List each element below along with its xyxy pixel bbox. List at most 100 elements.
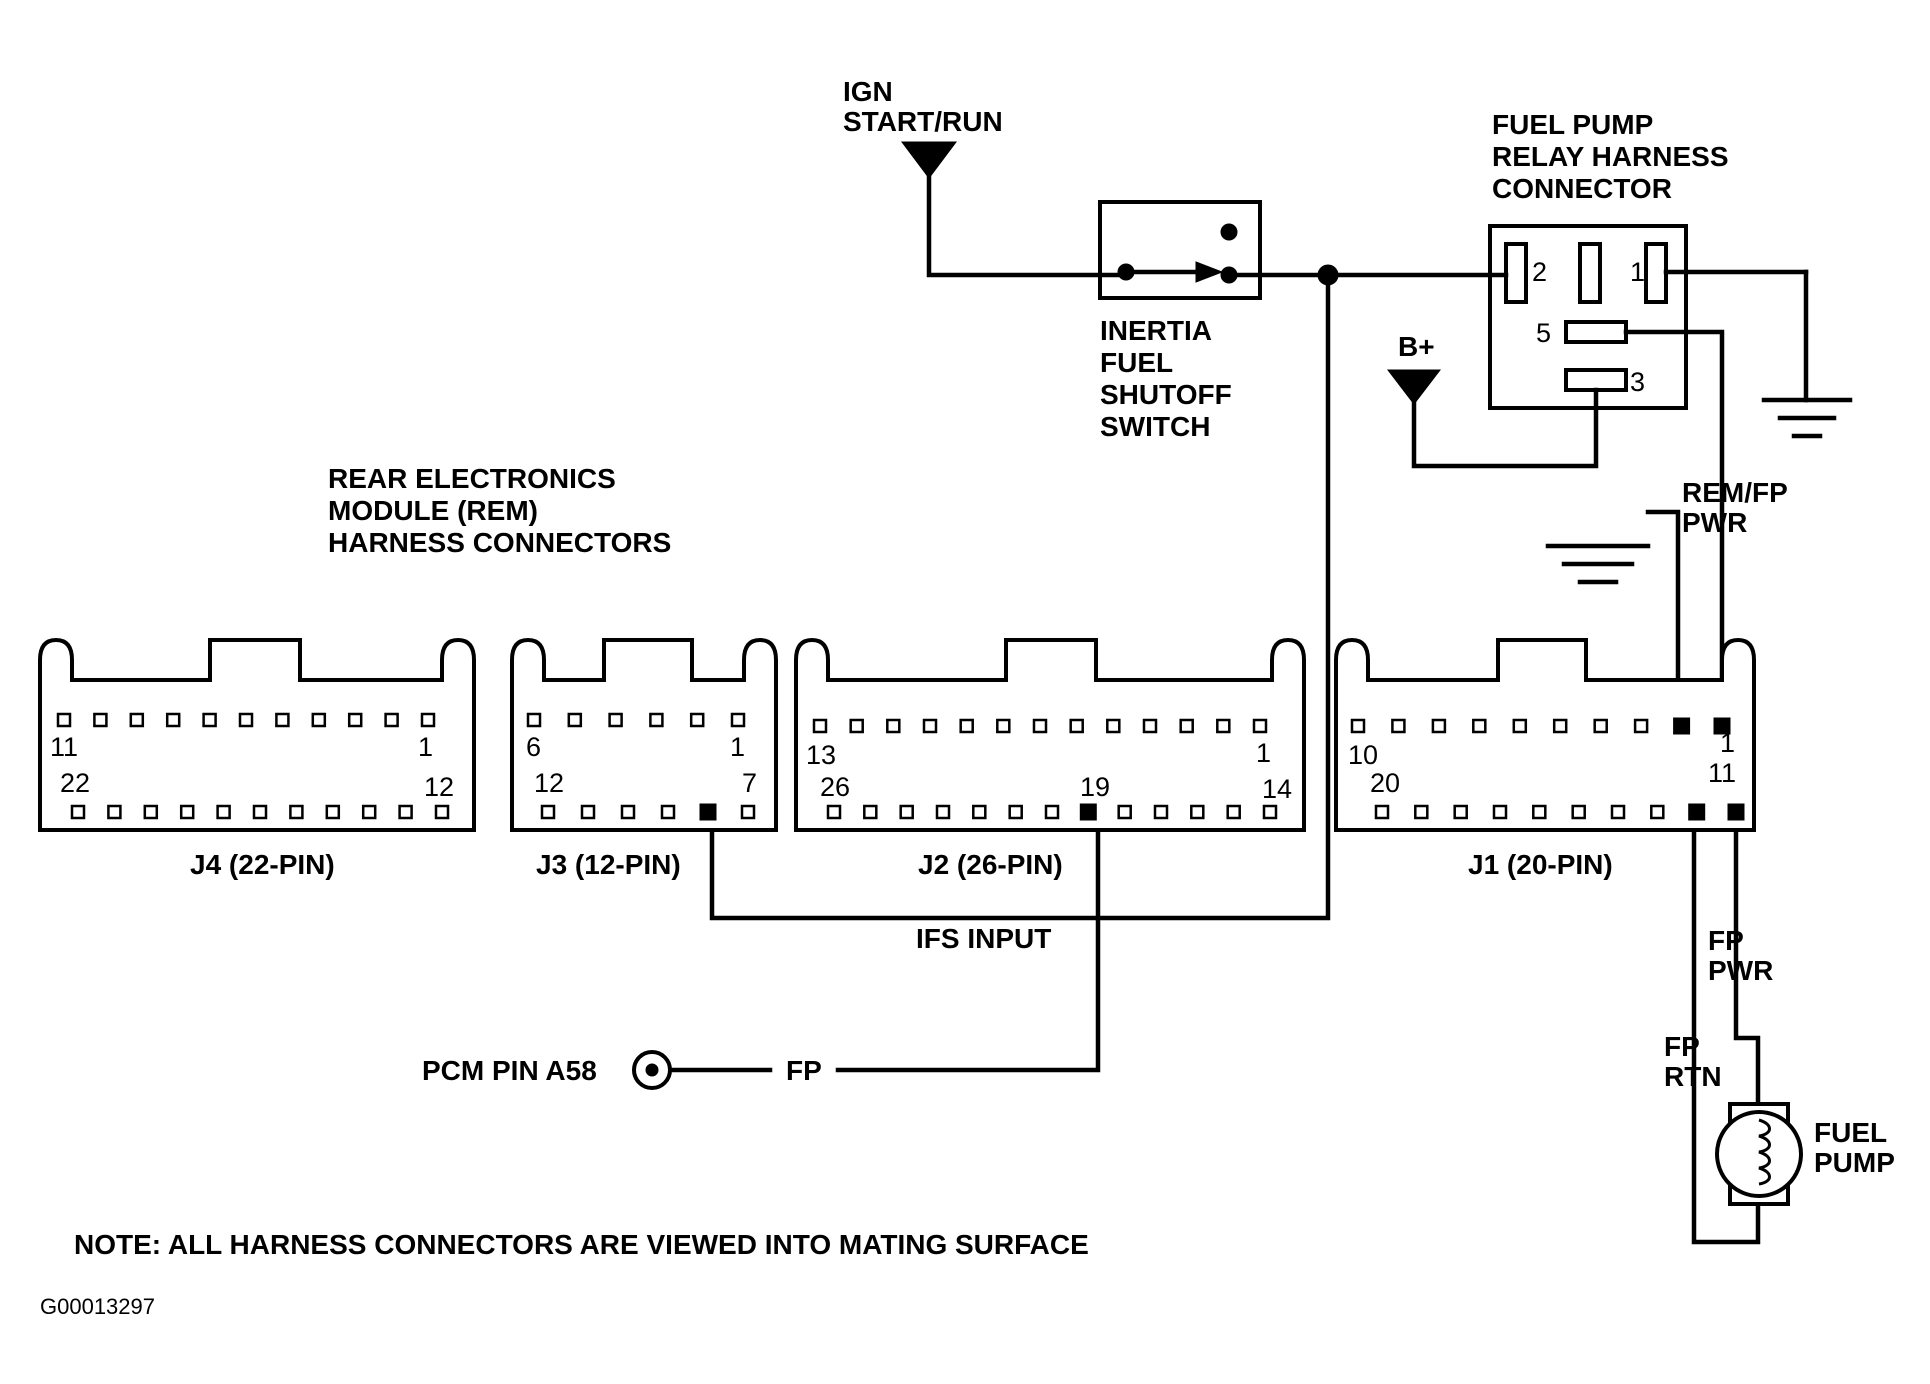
- j4-top-pin: [56, 712, 72, 728]
- wires: [665, 167, 1809, 1245]
- j1-label: J1 (20-PIN): [1468, 849, 1613, 880]
- j2-top-pin: [1216, 718, 1231, 734]
- j1-pin-1-label: 1: [1720, 728, 1735, 758]
- j4-top-pin: [93, 712, 108, 728]
- connector-pin-holes: [56, 712, 1745, 821]
- j2-top-pin: [1252, 718, 1268, 734]
- pcm-pin-a58: PCM PIN A58 FP IFS INPUT: [422, 923, 1051, 1090]
- j4-top-pin: [311, 712, 327, 728]
- j1-bottom-pin: [1532, 804, 1547, 820]
- b-plus-label: B+: [1398, 331, 1435, 362]
- j2-top-pin: [996, 718, 1011, 734]
- j2-top-pin: [1106, 718, 1121, 734]
- relay-terminal-1: [1644, 242, 1668, 304]
- j4-top-pin: [129, 712, 145, 728]
- j1-top-pin: [1593, 718, 1608, 734]
- j2-bottom-pin: [1117, 804, 1132, 820]
- relay-terminal-center: [1578, 242, 1602, 304]
- rem-label-line1: REAR ELECTRONICS: [328, 463, 616, 494]
- b-plus-icon: [1386, 369, 1442, 405]
- j4-top-pin: [202, 712, 217, 728]
- j2-bottom-pin: [1044, 804, 1060, 820]
- j1-bottom-pin: [1571, 804, 1586, 820]
- j3-pin-6-label: 6: [526, 732, 541, 762]
- relay-label-line2: RELAY HARNESS: [1492, 141, 1729, 172]
- wire-rem-ground: [1645, 509, 1681, 741]
- fuel-pump: FUEL PUMP: [1715, 1102, 1895, 1206]
- j4-bottom-pin: [361, 804, 377, 820]
- j3-label: J3 (12-PIN): [536, 849, 681, 880]
- j2-pin-26-label: 26: [820, 772, 850, 802]
- ign-start-run: IGN START/RUN: [843, 76, 1003, 179]
- j3-top-pin: [689, 712, 705, 728]
- j1-bottom-pin: [1688, 803, 1706, 821]
- j3-top-pin: [567, 712, 583, 728]
- connector-j1: 10 1 20 11 J1 (20-PIN): [1334, 637, 1756, 880]
- j3-bottom-pin: [740, 804, 756, 820]
- fuel-pump-label-line2: PUMP: [1814, 1147, 1895, 1178]
- j1-bottom-pin: [1650, 804, 1665, 820]
- inertia-switch-box: [1098, 200, 1262, 300]
- fp-rtn-label-line2: RTN: [1664, 1061, 1722, 1092]
- j3-bottom-pin: [699, 803, 717, 821]
- j3-top-pin: [608, 712, 623, 728]
- note-text: NOTE: ALL HARNESS CONNECTORS ARE VIEWED …: [74, 1229, 1089, 1260]
- pcm-pin-label: PCM PIN A58: [422, 1055, 597, 1086]
- j2-bottom-pin: [1153, 804, 1169, 820]
- j2-top-pin: [1142, 718, 1158, 734]
- j2-bottom-pin: [1079, 803, 1097, 821]
- j4-bottom-pin: [434, 804, 450, 820]
- j2-bottom-pin: [972, 804, 987, 820]
- j4-top-pin: [347, 712, 363, 728]
- fuel-pump-motor-icon: [1715, 1110, 1803, 1198]
- fp-pwr-label-line2: PWR: [1708, 955, 1773, 986]
- j3-top-pin: [730, 712, 746, 728]
- j3-pin-7-label: 7: [742, 768, 757, 798]
- j2-bottom-pin: [1190, 804, 1205, 820]
- relay-label-line3: CONNECTOR: [1492, 173, 1672, 204]
- j1-pin-11-label: 11: [1708, 758, 1736, 788]
- j4-pin-22-label: 22: [60, 768, 90, 798]
- connector-j4: 11 1 22 12 J4 (22-PIN): [38, 637, 476, 880]
- j2-top-pin: [1069, 718, 1084, 734]
- b-plus-source: B+: [1386, 331, 1442, 405]
- connector-j2: 13 1 26 19 14 J2 (26-PIN): [794, 637, 1306, 880]
- j3-top-pin: [649, 712, 664, 728]
- j4-pin-11-label: 11: [50, 732, 78, 762]
- j1-top-pin: [1472, 718, 1487, 734]
- j1-bottom-pin: [1727, 803, 1745, 821]
- relay-label-line1: FUEL PUMP: [1492, 109, 1653, 140]
- rem-label-line3: HARNESS CONNECTORS: [328, 527, 671, 558]
- fp-label: FP: [786, 1055, 822, 1086]
- j1-bottom-pin: [1414, 804, 1429, 820]
- switch-contact-open: [1220, 223, 1238, 241]
- j2-pin-19-label: 19: [1080, 772, 1110, 802]
- j2-top-pin: [1032, 718, 1048, 734]
- j2-label: J2 (26-PIN): [918, 849, 1063, 880]
- wire-ign-to-switch: [926, 167, 1129, 278]
- j4-pin-12-label: 12: [424, 772, 454, 802]
- inertia-label-line3: SHUTOFF: [1100, 379, 1232, 410]
- wire-b-plus: [1411, 387, 1599, 469]
- wire-fp-pwr: [1733, 811, 1761, 1107]
- j4-bottom-pin: [143, 804, 159, 820]
- j2-top-pin: [959, 718, 974, 734]
- j4-top-pin: [275, 712, 290, 728]
- rem-ground-icon: [1545, 543, 1651, 585]
- j2-top-pin: [812, 718, 828, 734]
- j1-pin-20-label: 20: [1370, 768, 1400, 798]
- j1-bottom-pin: [1453, 804, 1468, 820]
- ign-source-icon: [901, 141, 957, 179]
- j3-top-pin: [526, 712, 542, 728]
- j1-top-pin: [1350, 718, 1366, 734]
- j4-top-pin: [165, 712, 181, 728]
- ifs-input-label: IFS INPUT: [916, 923, 1051, 954]
- j4-top-pin: [384, 712, 399, 728]
- j2-pin-14-label: 14: [1262, 774, 1292, 804]
- j4-label: J4 (22-PIN): [190, 849, 335, 880]
- j4-bottom-pin: [216, 804, 231, 820]
- relay-terminal-2: [1504, 242, 1528, 304]
- relay-pin-2-label: 2: [1532, 257, 1547, 287]
- wire-fp-pcm: [835, 815, 1101, 1073]
- fuel-pump-relay-connector: FUEL PUMP RELAY HARNESS CONNECTOR 2 1 5 …: [1488, 109, 1729, 410]
